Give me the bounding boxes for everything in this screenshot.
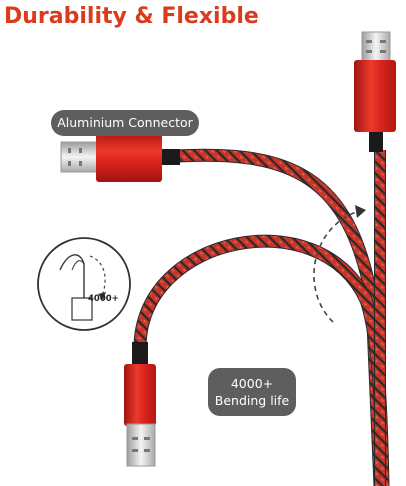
braided-cable-lower <box>133 234 390 486</box>
bending-count: 4000+ <box>230 376 274 391</box>
inset-count-text: 4000+ <box>88 294 119 304</box>
bending-life-label: 4000+ Bending life <box>208 368 296 416</box>
bending-test-inset: 4000+ <box>37 237 131 331</box>
page-title: Durability & Flexible <box>4 4 259 29</box>
micro-usb-connector-top <box>354 31 396 152</box>
micro-usb-connector-left <box>60 134 180 182</box>
aluminium-connector-label: Aluminium Connector <box>51 110 199 136</box>
braided-cable-upper <box>175 148 387 486</box>
braided-cable-right <box>374 150 386 486</box>
bending-text: Bending life <box>214 393 290 408</box>
bending-arrow-right <box>313 209 363 323</box>
micro-usb-connector-bottom <box>124 342 156 467</box>
